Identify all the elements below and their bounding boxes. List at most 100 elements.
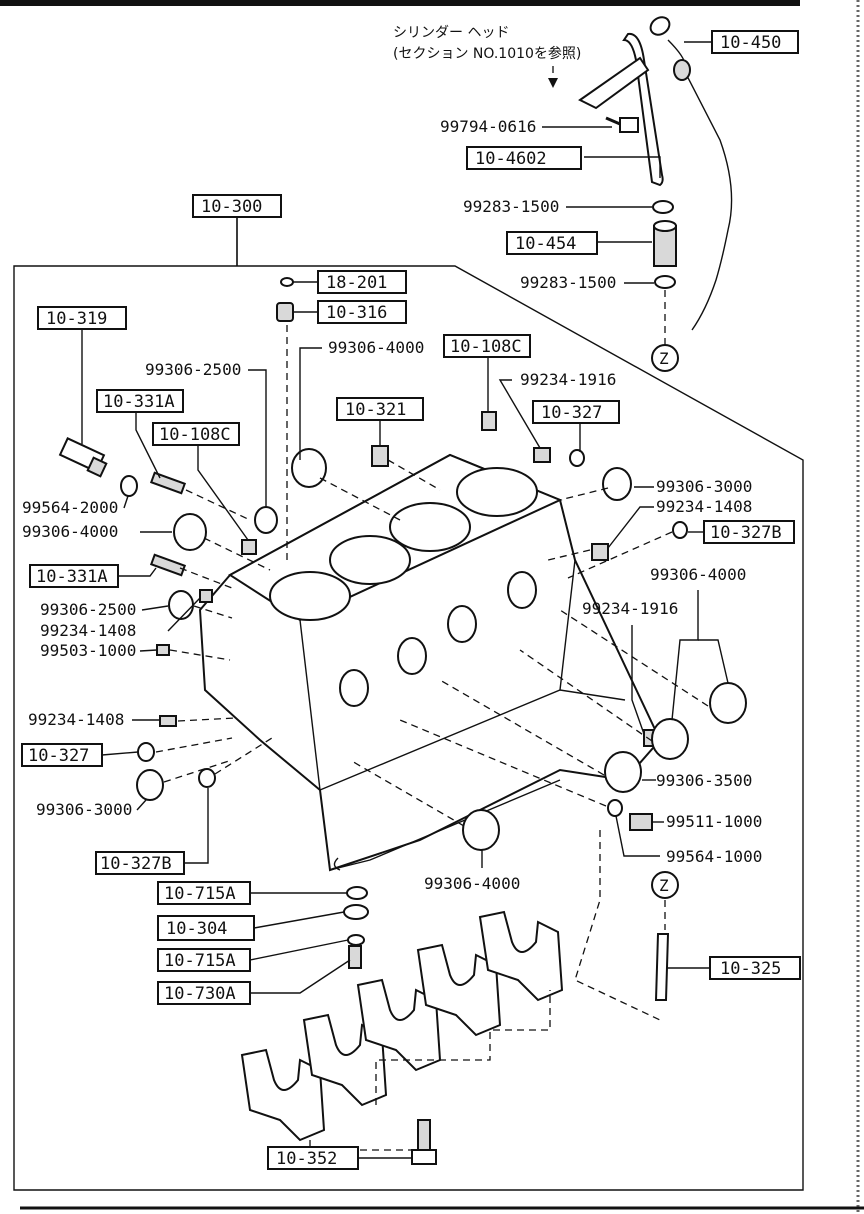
- svg-text:10-730A: 10-730A: [164, 984, 236, 1004]
- ref-box-10-352: 10-352: [267, 1146, 359, 1170]
- dash-caps-b: [375, 990, 551, 1105]
- note-cylinder-head: シリンダー ヘッド: [393, 25, 509, 41]
- svg-text:10-331A: 10-331A: [103, 392, 175, 412]
- ref-box-10-108C-top: 10-108C: [443, 334, 531, 358]
- jet-10-304: [343, 904, 369, 920]
- pn-99306-4000-left: 99306-4000: [22, 522, 118, 541]
- pn-99283-1500-upper: 99283-1500: [463, 197, 559, 216]
- pn-99306-3500: 99306-3500: [656, 771, 752, 790]
- bolt-10-321: [371, 445, 389, 467]
- plug-99306-2500-upper: [254, 506, 278, 534]
- svg-text:10-4602: 10-4602: [475, 149, 547, 169]
- bolt-shaft-10-352: [417, 1119, 431, 1151]
- dowel-99234-1408-left: [199, 589, 213, 603]
- ring-10-327-top: [569, 449, 585, 467]
- svg-text:10-327: 10-327: [541, 403, 602, 423]
- bolt-99503-1000: [156, 644, 170, 656]
- plug-99306-4000-left: [173, 513, 207, 551]
- dowel-10-108C-top: [481, 411, 497, 431]
- pn-99306-2500-upper: 99306-2500: [145, 360, 241, 379]
- pn-99564-2000: 99564-2000: [22, 498, 118, 517]
- svg-text:10-327: 10-327: [28, 746, 89, 766]
- plug-99306-2500-left: [168, 590, 194, 620]
- ref-box-10-300: 10-300: [192, 194, 282, 218]
- ref-box-10-715A-upper: 10-715A: [157, 881, 251, 905]
- plug-99306-4000-top: [291, 448, 327, 488]
- sensor-10-319: [58, 437, 108, 478]
- pn-99564-1000: 99564-1000: [666, 847, 762, 866]
- z-marker-bottom-label: Z: [659, 876, 669, 895]
- pn-99234-1408-lower: 99234-1408: [28, 710, 124, 729]
- svg-text:10-454: 10-454: [515, 234, 576, 254]
- svg-text:18-201: 18-201: [326, 273, 387, 293]
- o-ring-18-201: [280, 277, 294, 287]
- dash-caps-a: [309, 1140, 430, 1151]
- dowel-99234-1408-right: [591, 543, 609, 561]
- ref-box-10-316: 10-316: [317, 300, 407, 324]
- plug-99306-3000-right: [602, 467, 632, 501]
- note-arrowhead: [548, 78, 558, 88]
- dash-10-325: [574, 830, 661, 1021]
- svg-text:10-325: 10-325: [720, 959, 781, 979]
- ref-box-10-454: 10-454: [506, 231, 598, 255]
- svg-text:10-352: 10-352: [276, 1149, 337, 1169]
- ref-box-10-108C-left: 10-108C: [152, 422, 240, 446]
- bolt-99511-1000: [629, 813, 653, 831]
- pn-99234-1408-right: 99234-1408: [656, 497, 752, 516]
- svg-text:10-319: 10-319: [46, 309, 107, 329]
- pn-99503-1000: 99503-1000: [40, 641, 136, 660]
- plug-99306-4000-right-a: [709, 682, 747, 724]
- dowel-10-108C-left: [241, 539, 257, 555]
- svg-text:10-327B: 10-327B: [100, 854, 172, 874]
- svg-text:10-304: 10-304: [166, 919, 227, 939]
- stud-10-331A-upper: [149, 471, 187, 495]
- ref-box-10-327B-right: 10-327B: [703, 520, 795, 544]
- ref-box-10-304: 10-304: [157, 915, 255, 941]
- pn-99306-4000-right: 99306-4000: [650, 565, 746, 584]
- ref-box-10-450: 10-450: [711, 30, 799, 54]
- ring-10-327B-right: [672, 521, 688, 539]
- ref-box-10-319: 10-319: [37, 306, 127, 330]
- z-marker-bottom: [651, 871, 679, 899]
- svg-text:10-108C: 10-108C: [450, 337, 522, 357]
- pn-99306-3000-right: 99306-3000: [656, 477, 752, 496]
- washer-99564-1000: [607, 799, 623, 817]
- plug-99306-3500: [604, 751, 642, 793]
- pn-99511-1000: 99511-1000: [666, 812, 762, 831]
- main-bearing-caps: [240, 910, 564, 1142]
- ref-box-10-331A-top: 10-331A: [96, 389, 184, 413]
- plug-99306-4000-bottom: [462, 809, 500, 851]
- dowel-99234-1408-lower: [159, 715, 177, 727]
- plug-99306-4000-right-b: [651, 718, 689, 760]
- pn-99234-1408-left: 99234-1408: [40, 621, 136, 640]
- z-marker-top: [651, 344, 679, 372]
- cylinder-block: [198, 453, 662, 872]
- z-marker-top-label: Z: [659, 349, 669, 368]
- pn-99306-2500-left: 99306-2500: [40, 600, 136, 619]
- washer-10-715A: [347, 934, 365, 946]
- ref-box-10-327-left: 10-327: [21, 743, 103, 767]
- svg-text:10-316: 10-316: [326, 303, 387, 323]
- note-section-ref: (セクション NO.1010を参照): [393, 45, 581, 62]
- bolt-10-730A: [348, 945, 362, 969]
- leader-lines: [81, 41, 729, 1159]
- pn-99306-4000-bottom: 99306-4000: [424, 874, 520, 893]
- pipe-10-715A-upper: [333, 857, 341, 871]
- sensor-10-316: [276, 302, 294, 322]
- plug-99306-3000-left: [136, 769, 164, 801]
- svg-text:10-450: 10-450: [720, 33, 781, 53]
- pn-99306-3000-left: 99306-3000: [36, 800, 132, 819]
- dipstick: [649, 16, 733, 331]
- ref-box-10-4602: 10-4602: [466, 146, 582, 170]
- bolt-10-352: [411, 1149, 437, 1165]
- dowel-99234-1916-top: [533, 447, 551, 463]
- assembly-dashes: [155, 459, 709, 827]
- pn-99283-1500-lower: 99283-1500: [520, 273, 616, 292]
- ref-box-10-327B-lower: 10-327B: [95, 851, 185, 875]
- clip-lower: [654, 275, 676, 289]
- ring-10-327-left: [137, 742, 155, 762]
- pn-99234-1916-right: 99234-1916: [582, 599, 678, 618]
- ring-10-327B-lower: [198, 768, 216, 788]
- ref-box-10-321: 10-321: [336, 397, 424, 421]
- stud-10-331A-lower: [149, 553, 187, 577]
